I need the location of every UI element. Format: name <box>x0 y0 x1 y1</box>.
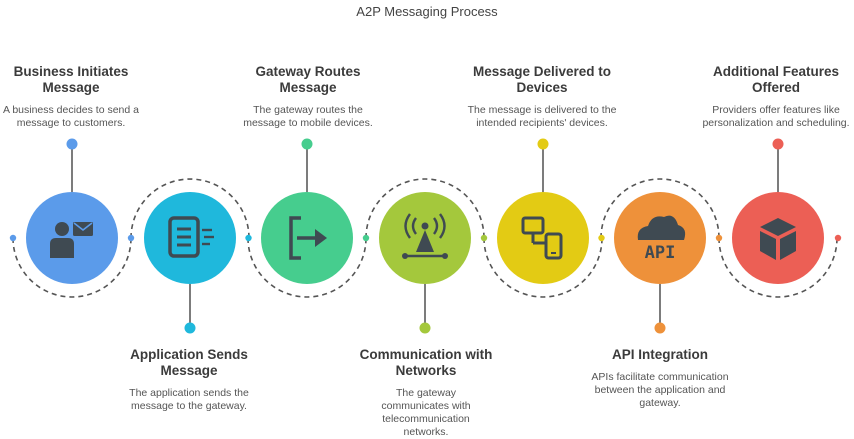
step-7-desc: Providers offer features like personaliz… <box>702 104 850 129</box>
step-4-title: Communication with Networks <box>359 347 493 378</box>
stem-dot-4 <box>419 322 431 334</box>
step-7-label: Additional Features Offered Providers of… <box>700 64 852 130</box>
step-circle-7 <box>732 192 824 284</box>
junction-dot-4 <box>362 234 370 242</box>
connector-arc-5 <box>483 237 603 298</box>
step-5-label: Message Delivered to Devices The message… <box>466 64 618 130</box>
step-6-label: API Integration APIs facilitate communic… <box>584 347 736 410</box>
step-4-label: Communication with Networks The gateway … <box>348 347 504 439</box>
stem-dot-7 <box>772 138 784 150</box>
step-5-title: Message Delivered to Devices <box>472 64 612 95</box>
step-7-title: Additional Features Offered <box>712 64 839 95</box>
junction-dot-2 <box>127 234 135 242</box>
step-3-desc: The gateway routes the message to mobile… <box>243 104 373 129</box>
step-5-desc: The message is delivered to the intended… <box>467 104 617 129</box>
dashed-connectors <box>9 138 842 334</box>
business-person-message-icon <box>50 222 93 258</box>
step-circle-5 <box>497 192 589 284</box>
devices-icon <box>521 216 563 260</box>
step-2-title: Application Sends Message <box>130 347 248 378</box>
step-circles: API <box>26 192 824 284</box>
connector-arc-1 <box>12 237 132 298</box>
step-4-desc: The gateway communicates with telecommun… <box>381 387 471 438</box>
stem-dot-6 <box>654 322 666 334</box>
step-6-desc: APIs facilitate communication between th… <box>591 371 729 409</box>
junction-dot-7 <box>715 234 723 242</box>
stem-dot-1 <box>66 138 78 150</box>
stem-dot-2 <box>184 322 196 334</box>
connector-arc-7 <box>718 237 838 298</box>
step-1-desc: A business decides to send a message to … <box>2 104 139 129</box>
api-label: API <box>645 243 676 263</box>
connector-arc-2 <box>130 178 250 239</box>
step-2-desc: The application sends the message to the… <box>129 387 249 412</box>
stem-dot-5 <box>537 138 549 150</box>
junction-dot-5 <box>480 234 488 242</box>
step-6-title: API Integration <box>611 347 708 362</box>
step-2-label: Application Sends Message The applicatio… <box>118 347 260 413</box>
diagram-title: A2P Messaging Process <box>356 4 498 19</box>
step-1-label: Business Initiates Message A business de… <box>0 64 142 130</box>
junction-dot-3 <box>245 234 252 242</box>
network-antenna-icon <box>402 213 448 259</box>
junction-dot-6 <box>598 234 605 242</box>
box-icon <box>760 218 796 260</box>
gateway-route-icon <box>289 216 327 260</box>
connector-arc-6 <box>600 178 720 239</box>
connector-arc-4 <box>365 178 485 239</box>
api-cloud-icon: API <box>637 215 686 263</box>
junction-dot-8 <box>834 234 842 242</box>
step-3-title: Gateway Routes Message <box>255 64 361 95</box>
junction-dot-1 <box>9 234 17 242</box>
step-1-title: Business Initiates Message <box>13 64 129 95</box>
step-3-label: Gateway Routes Message The gateway route… <box>236 64 380 130</box>
connector-arc-3 <box>247 237 367 298</box>
step-circle-1 <box>26 192 118 284</box>
stem-dot-3 <box>301 138 313 150</box>
application-send-icon <box>168 216 214 258</box>
process-diagram: API <box>9 138 842 334</box>
